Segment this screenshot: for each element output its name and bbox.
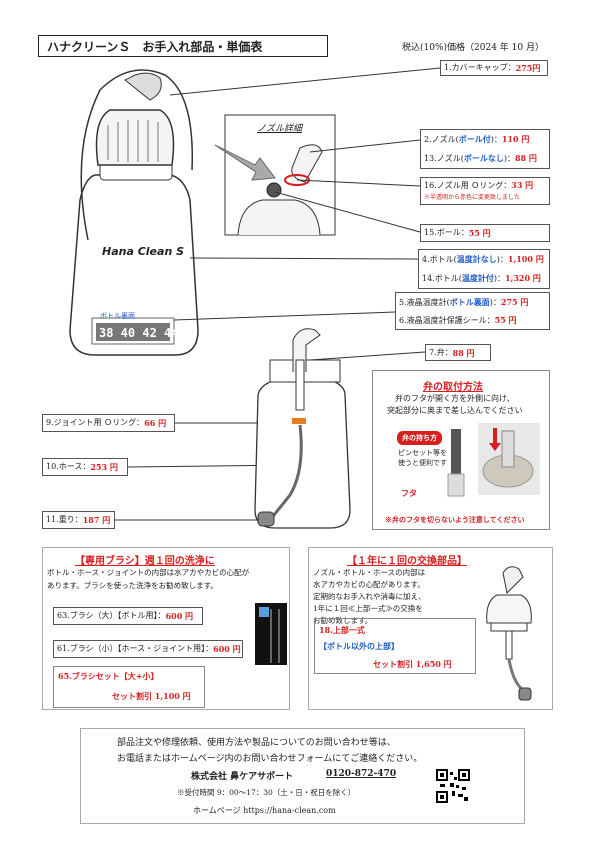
brush-set-price: セット割引 1,100 円 bbox=[112, 691, 191, 701]
part-7-label: 7.弁：88 円 bbox=[425, 344, 491, 361]
annual-section: 【１年に１回の交換部品】 ノズル・ボトル・ホースの内部は 水アカやカビの心配があ… bbox=[308, 547, 553, 710]
page-title: ハナクリーンＳ お手入れ部品・単価表 bbox=[38, 35, 328, 57]
valve-instructions: 弁の取付方法 弁のフタが開く方を外側に向け、 突起部分に奥まで差し込んでください… bbox=[372, 370, 550, 530]
annual-desc-5: お勧め致します。 bbox=[313, 616, 373, 625]
brush-set-box: 65.ブラシセット【大+小】 セット割引 1,100 円 bbox=[53, 666, 205, 708]
upper-set-box: 18.上部一式 【ボトル以外の上部】 セット割引 1,650 円 bbox=[314, 618, 476, 674]
upper-set-title: 18.上部一式 bbox=[319, 625, 365, 635]
annual-desc-2: 水アカやカビの心配があります。 bbox=[313, 580, 425, 589]
valve-title: 弁の取付方法 bbox=[423, 382, 483, 393]
part-9-label: 9.ジョイント用 Ｏリング：66 円 bbox=[42, 414, 175, 432]
brush-desc-2: あります。ブラシを使った洗浄をお勧め致します。 bbox=[47, 581, 218, 590]
parts-diagram bbox=[69, 67, 441, 529]
part-5-6-label: 5.液晶温度計(ボトル裏面)：275 円 6.液晶温度計保護シール：55 円 bbox=[395, 292, 550, 330]
footer-line-2: お電話またはホームページ内のお問い合わせフォームにてご連絡ください。 bbox=[117, 754, 423, 764]
tax-note: 税込(10%)価格（2024 年 10 月） bbox=[402, 43, 544, 53]
annual-desc-3: 定期的なお手入れや消毒に加え、 bbox=[313, 592, 426, 601]
tip-2: 使うと便利です bbox=[398, 459, 447, 467]
annual-heading: 【１年に１回の交換部品】 bbox=[347, 556, 467, 567]
part-2-13-label: 2.ノズル(ボール付)：110 円 13.ノズル(ボールなし)：88 円 bbox=[420, 129, 550, 169]
brush-heading: 【専用ブラシ】週１回の洗浄に bbox=[75, 556, 215, 567]
hold-label: 弁の持ち方 bbox=[397, 431, 442, 445]
brand-logo: Hana Clean S bbox=[102, 245, 185, 258]
valve-desc-1: 弁のフタが開く方を外側に向け、 bbox=[395, 394, 515, 403]
part-11-label: 11.重り：187 円 bbox=[42, 511, 115, 529]
business-hours: ※受付時間 9：00～17：30（土・日・祝日を除く） bbox=[177, 788, 356, 797]
brush-61-label: 61.ブラシ（小）【ホース・ジョイント用】：600 円 bbox=[53, 640, 243, 658]
detail-label: ノズル詳細 bbox=[257, 124, 303, 134]
upper-set-illustration bbox=[486, 566, 532, 701]
upper-set-sub: 【ボトル以外の上部】 bbox=[319, 641, 399, 651]
phone-number[interactable]: 0120-872-470 bbox=[326, 769, 397, 779]
valve-warning: ※弁のフタを切らないよう注意してください bbox=[385, 515, 525, 524]
footer: 部品注文や修理依頼、使用方法や製品についてのお問い合わせ等は、 お電話またはホー… bbox=[80, 728, 525, 824]
part-4-14-label: 4.ボトル(温度計なし)：1,100 円 14.ボトル(温度計付)：1,320 … bbox=[418, 249, 550, 289]
footer-line-1: 部品注文や修理依頼、使用方法や製品についてのお問い合わせ等は、 bbox=[117, 738, 396, 748]
brush-set-title: 65.ブラシセット【大+小】 bbox=[58, 671, 159, 681]
annual-desc-1: ノズル・ボトル・ホースの内部は bbox=[313, 568, 426, 577]
part-1-label: 1.カバーキャップ：275円 bbox=[440, 60, 548, 76]
part-16-label: 16.ノズル用 Ｏリング：33 円 ※半透明から赤色に変更致しました bbox=[420, 177, 550, 205]
part-10-label: 10.ホース：253 円 bbox=[42, 458, 128, 476]
tip-1: ピンセット等を bbox=[398, 449, 447, 457]
brush-section: 【専用ブラシ】週１回の洗浄に ボトル・ホース・ジョイントの内部は水アカやカビの心… bbox=[42, 547, 290, 710]
annual-desc-4: 1年に１回≪上部一式≫の交換を bbox=[313, 604, 423, 613]
homepage-url[interactable]: ホームページ https://hana-clean.com bbox=[193, 806, 336, 815]
futa-label: フタ bbox=[401, 488, 417, 498]
valve-photo bbox=[478, 423, 540, 495]
brush-desc-1: ボトル・ホース・ジョイントの内部は水アカやカビの心配が bbox=[47, 568, 250, 577]
brush-photo bbox=[255, 603, 287, 665]
company-name: 株式会社 鼻ケアサポート bbox=[191, 772, 294, 782]
part-15-label: 15.ボール：55 円 bbox=[420, 224, 550, 242]
upper-set-price: セット割引 1,650 円 bbox=[373, 659, 452, 669]
brush-63-label: 63.ブラシ（大）【ボトル用】：600 円 bbox=[53, 607, 203, 625]
qr-code-icon[interactable] bbox=[436, 769, 470, 803]
temp-display: 38 40 42 44 bbox=[99, 326, 179, 340]
tweezers-photo bbox=[447, 429, 465, 497]
back-label: ボトル裏面 bbox=[100, 312, 135, 320]
valve-desc-2: 突起部分に奥まで差し込んでください bbox=[387, 406, 523, 415]
